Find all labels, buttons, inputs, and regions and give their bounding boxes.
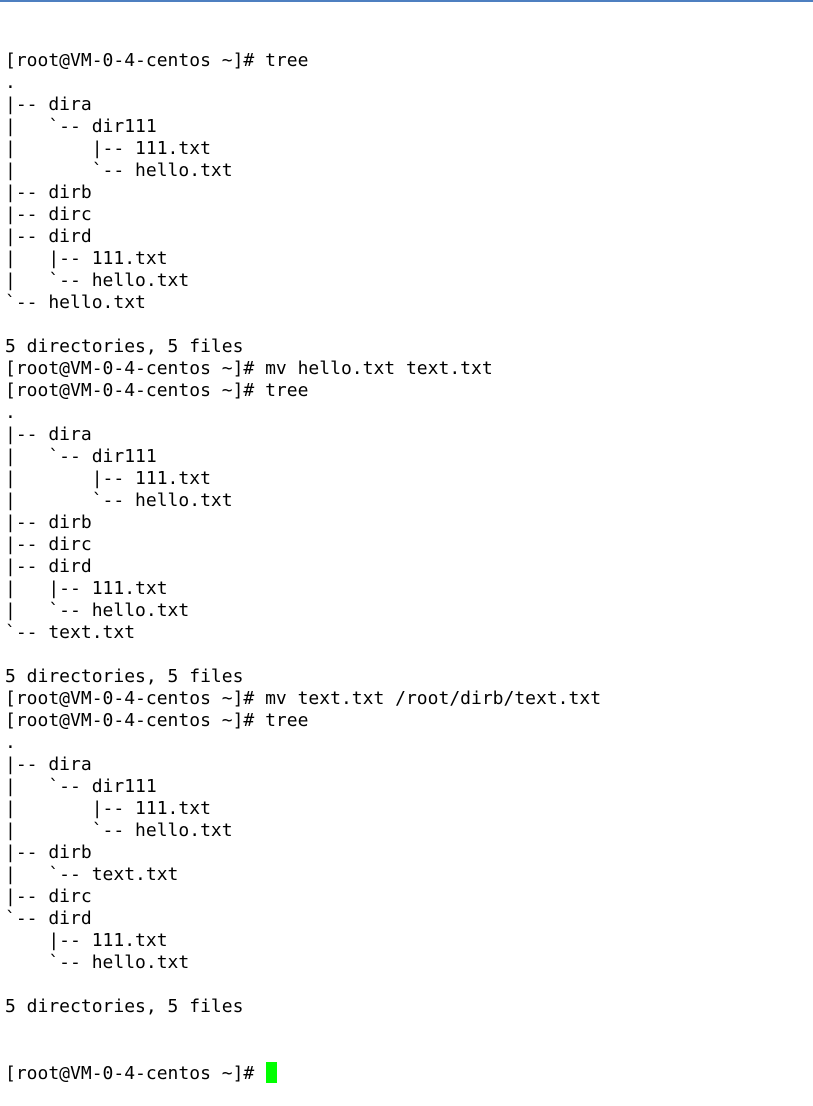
terminal-line: | `-- dir111: [5, 116, 157, 137]
terminal-line: | |-- 111.txt: [5, 468, 211, 489]
terminal-line: | `-- text.txt: [5, 864, 179, 885]
terminal-line: | `-- dir111: [5, 776, 157, 797]
terminal-line: 5 directories, 5 files: [5, 336, 244, 357]
terminal-line: `-- text.txt: [5, 622, 136, 643]
terminal-line: |-- dirc: [5, 204, 92, 225]
terminal-line: `-- hello.txt: [5, 292, 146, 313]
terminal-line: |-- dird: [5, 556, 92, 577]
terminal-line: [root@VM-0-4-centos ~]# tree: [5, 380, 309, 401]
terminal-line: | `-- hello.txt: [5, 600, 190, 621]
terminal-line: 5 directories, 5 files: [5, 996, 244, 1017]
terminal-line: | |-- 111.txt: [5, 138, 211, 159]
terminal-line: |-- dirb: [5, 842, 92, 863]
terminal-line: | `-- dir111: [5, 446, 157, 467]
terminal-line: .: [5, 72, 16, 93]
window-top-border: [0, 0, 813, 2]
terminal-line: |-- dirb: [5, 512, 92, 533]
text-cursor: [266, 1062, 278, 1083]
terminal-line: |-- dirb: [5, 182, 92, 203]
terminal-line: [root@VM-0-4-centos ~]# mv hello.txt tex…: [5, 358, 493, 379]
terminal-line: |-- dira: [5, 754, 92, 775]
terminal-line: [root@VM-0-4-centos ~]# mv text.txt /roo…: [5, 688, 602, 709]
terminal-line: |-- dirc: [5, 534, 92, 555]
active-prompt-line[interactable]: [root@VM-0-4-centos ~]#: [5, 1062, 811, 1084]
terminal-line: | `-- hello.txt: [5, 270, 190, 291]
terminal-line: |-- dira: [5, 94, 92, 115]
terminal-line: | `-- hello.txt: [5, 820, 233, 841]
terminal-line: [5, 644, 811, 666]
terminal-line: | `-- hello.txt: [5, 490, 233, 511]
terminal-line: [5, 974, 811, 996]
terminal-line: |-- 111.txt: [5, 930, 168, 951]
terminal-line: |-- dira: [5, 424, 92, 445]
terminal-line: | |-- 111.txt: [5, 248, 168, 269]
terminal-line: 5 directories, 5 files: [5, 666, 244, 687]
terminal-line: | `-- hello.txt: [5, 160, 233, 181]
terminal-line: |-- dird: [5, 226, 92, 247]
terminal-line: | |-- 111.txt: [5, 798, 211, 819]
terminal-line: |-- dirc: [5, 886, 92, 907]
terminal-line: .: [5, 402, 16, 423]
terminal-line: `-- dird: [5, 908, 92, 929]
terminal-line: `-- hello.txt: [5, 952, 190, 973]
terminal-lines: [root@VM-0-4-centos ~]# tree.|-- dira| `…: [5, 50, 811, 1018]
terminal-line: | |-- 111.txt: [5, 578, 168, 599]
terminal-line: [root@VM-0-4-centos ~]# tree: [5, 710, 309, 731]
terminal-line: [root@VM-0-4-centos ~]# tree: [5, 50, 309, 71]
terminal-line: .: [5, 732, 16, 753]
terminal-line: [5, 314, 811, 336]
terminal-output[interactable]: [root@VM-0-4-centos ~]# tree.|-- dira| `…: [5, 6, 811, 1106]
prompt-text: [root@VM-0-4-centos ~]#: [5, 1063, 266, 1084]
